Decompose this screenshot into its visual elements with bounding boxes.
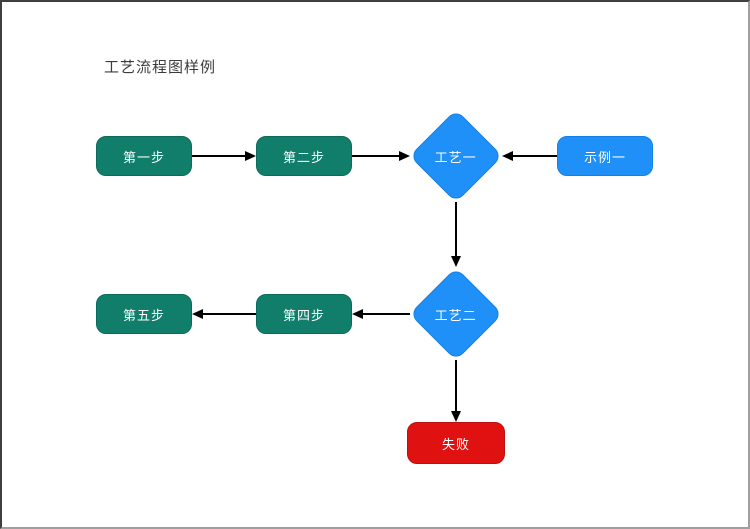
node-proc1-diamond[interactable]: 工艺一 bbox=[409, 109, 503, 203]
node-step2-label: 第二步 bbox=[282, 150, 325, 166]
node-step5-label: 第五步 bbox=[122, 308, 165, 324]
arrow-step1-step2 bbox=[192, 151, 256, 161]
arrow-proc2-step4 bbox=[352, 309, 410, 319]
node-proc2-diamond[interactable]: 工艺二 bbox=[409, 267, 503, 361]
node-step4[interactable]: 第四步 bbox=[256, 294, 352, 334]
node-step5[interactable]: 第五步 bbox=[96, 294, 192, 334]
node-step1-label: 第一步 bbox=[122, 150, 165, 166]
node-example1[interactable]: 示例一 bbox=[557, 136, 653, 176]
arrow-example1-proc1 bbox=[502, 151, 557, 161]
node-fail[interactable]: 失败 bbox=[407, 422, 505, 464]
arrow-proc2-fail bbox=[451, 360, 461, 422]
node-proc1-label: 工艺一 bbox=[434, 150, 478, 166]
arrow-step2-proc1 bbox=[352, 151, 410, 161]
node-example1-label: 示例一 bbox=[583, 150, 626, 166]
node-step4-label: 第四步 bbox=[282, 308, 325, 324]
node-fail-label: 失败 bbox=[441, 437, 470, 453]
arrow-step4-step5 bbox=[192, 309, 256, 319]
diagram-title: 工艺流程图样例 bbox=[104, 58, 217, 76]
node-step1[interactable]: 第一步 bbox=[96, 136, 192, 176]
arrow-proc1-proc2 bbox=[451, 202, 461, 267]
node-step2[interactable]: 第二步 bbox=[256, 136, 352, 176]
node-proc2-label: 工艺二 bbox=[434, 308, 478, 324]
